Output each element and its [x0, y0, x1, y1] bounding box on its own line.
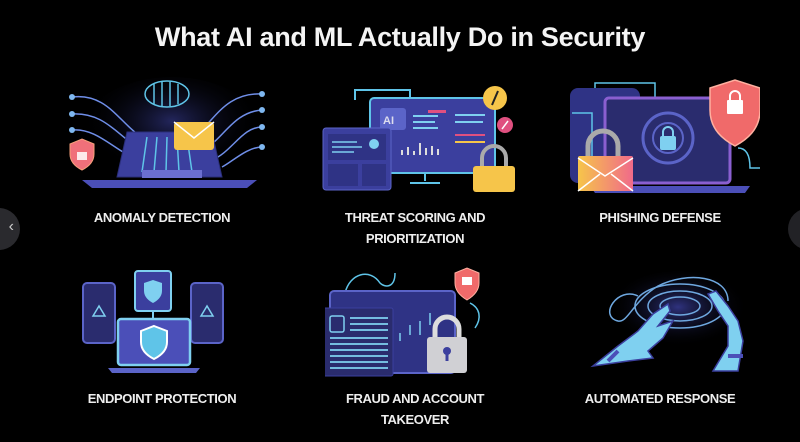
anomaly-detection-illustration: [62, 72, 272, 192]
label-automated-response: AUTOMATED RESPONSE: [584, 391, 736, 406]
label-phishing-defense: PHISHING DEFENSE: [599, 210, 721, 225]
chevron-left-icon: ‹: [8, 218, 14, 235]
ai-badge: AI: [383, 115, 394, 127]
fraud-account-takeover-illustration: [325, 263, 485, 378]
threat-scoring-illustration: AI: [310, 80, 530, 195]
phishing-defense-illustration: [560, 78, 760, 196]
label-anomaly-detection: ANOMALY DETECTION: [93, 210, 231, 225]
endpoint-protection-illustration: [78, 268, 238, 378]
automated-response-illustration: [588, 266, 753, 376]
next-slide-button[interactable]: [788, 208, 800, 250]
label-endpoint-protection: ENDPOINT PROTECTION: [87, 391, 237, 406]
previous-slide-button[interactable]: ‹: [0, 208, 20, 250]
page-title: What AI and ML Actually Do in Security: [154, 22, 646, 52]
label-threat-scoring: THREAT SCORING AND PRIORITIZATION: [344, 210, 486, 246]
label-fraud-account-takeover: FRAUD AND ACCOUNT TAKEOVER: [345, 391, 485, 427]
